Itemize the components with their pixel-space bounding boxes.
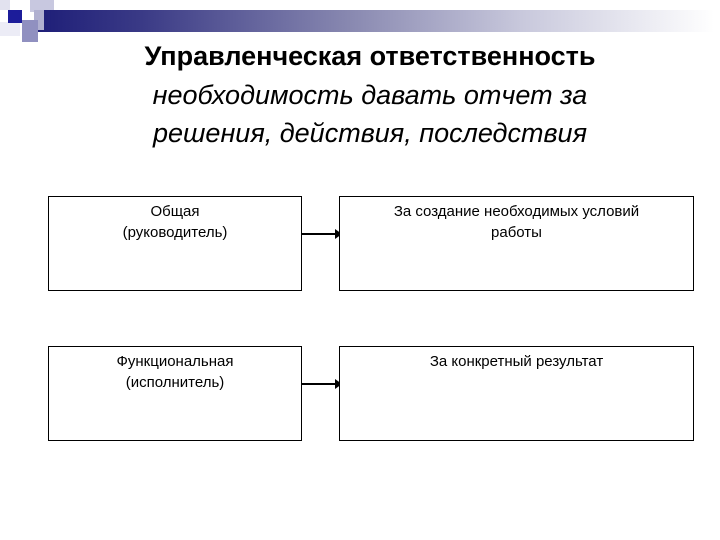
slide-subtitle-line1: необходимость давать отчет за — [152, 80, 588, 110]
decor-square — [0, 22, 20, 36]
box-label-line1: Общая — [150, 203, 200, 220]
slide-title: Управленческая ответственность — [144, 41, 596, 71]
decor-square — [34, 10, 44, 30]
decor-square — [0, 0, 10, 10]
box-general-responsibility: Общая (руководитель) — [48, 196, 302, 291]
box-label-line1: Функциональная — [116, 353, 234, 370]
box-label-line1: За создание необходимых условий — [393, 203, 640, 220]
arrow-right-icon — [302, 379, 342, 389]
slide-subtitle-line2: решения, действия, последствия — [152, 118, 587, 148]
arrow-right-icon — [302, 229, 342, 239]
decor-square — [30, 0, 54, 12]
box-functional-responsibility: Функциональная (исполнитель) — [48, 346, 302, 441]
decor-square-dark — [8, 10, 22, 23]
decor-square — [22, 20, 38, 42]
header-gradient-bar — [38, 10, 720, 32]
box-label-line1: За конкретный результат — [429, 353, 604, 370]
box-working-conditions: За создание необходимых условий работы — [339, 196, 694, 291]
box-label-line2: работы — [491, 224, 542, 241]
box-label-line2: (руководитель) — [122, 224, 228, 241]
box-label-line2: (исполнитель) — [125, 374, 225, 391]
box-specific-result: За конкретный результат — [339, 346, 694, 441]
